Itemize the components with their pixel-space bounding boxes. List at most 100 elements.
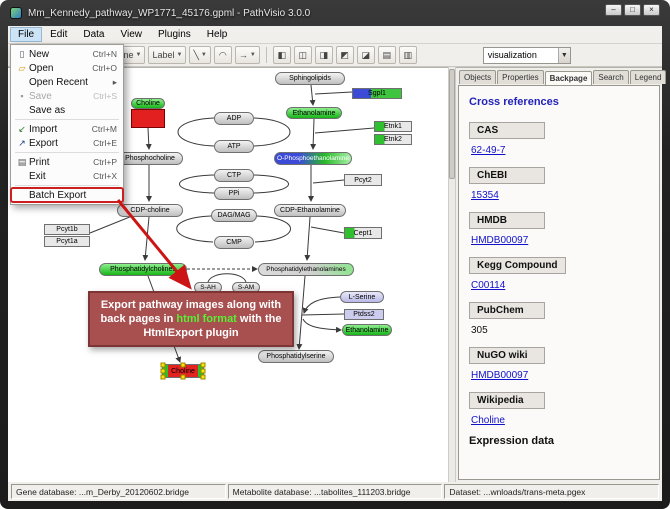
node-cept1[interactable]: Cept1 — [344, 227, 382, 239]
pathway-edge-11[interactable] — [253, 174, 289, 194]
align-center-button[interactable]: ◫ — [293, 46, 312, 64]
node-sphingolipids[interactable]: Sphingolipids — [275, 72, 345, 85]
node-pcyt2[interactable]: Pcyt2 — [344, 174, 382, 186]
xref-link[interactable]: Choline — [471, 415, 505, 426]
connector-tool-button[interactable]: →▼ — [234, 46, 260, 64]
node-ctp[interactable]: CTP — [214, 169, 254, 182]
node-choline[interactable]: Choline — [131, 98, 165, 109]
node-ethanolamine[interactable]: Ethanolamine — [286, 107, 342, 119]
pathway-edge-3[interactable] — [310, 118, 317, 150]
node-ppi[interactable]: PPi — [214, 187, 254, 200]
tab-properties[interactable]: Properties — [497, 70, 544, 84]
tab-objects[interactable]: Objects — [459, 70, 497, 84]
selection-handle[interactable] — [200, 374, 206, 380]
pathway-edge-9[interactable] — [253, 117, 291, 147]
xref-link[interactable]: 15354 — [471, 190, 499, 201]
align-left-button[interactable]: ◧ — [272, 46, 291, 64]
menu-item-save-as[interactable]: Save as — [11, 103, 123, 117]
pathway-edge-5[interactable] — [142, 216, 150, 261]
pathway-edge-10[interactable] — [179, 174, 215, 194]
line-tool-button[interactable]: ╲▼ — [189, 46, 211, 64]
close-button[interactable]: × — [643, 4, 660, 16]
pathway-edge-12[interactable] — [176, 215, 214, 243]
node-atp[interactable]: ATP — [214, 140, 254, 153]
menu-plugins[interactable]: Plugins — [157, 29, 191, 40]
node-expression-box[interactable] — [131, 109, 165, 128]
node-o-phosphoethanolamine[interactable]: O-Phosphoethanolamine — [274, 152, 352, 165]
chevron-down-icon[interactable]: ▼ — [557, 47, 570, 63]
tab-backpage[interactable]: Backpage — [544, 71, 593, 85]
tab-legend[interactable]: Legend — [629, 70, 667, 84]
selection-handle[interactable] — [160, 374, 166, 380]
pathway-edge-8[interactable] — [177, 117, 215, 147]
pathway-edge-7[interactable] — [304, 216, 311, 261]
menu-view[interactable]: View — [120, 29, 142, 40]
pathway-edge-21[interactable] — [314, 127, 375, 134]
selection-handle[interactable] — [160, 362, 166, 368]
pathway-edge-16[interactable] — [296, 275, 306, 350]
stack-horizontal-button[interactable]: ▥ — [398, 46, 417, 64]
arc-tool-button[interactable]: ◠ — [213, 46, 232, 64]
menu-item-batch-export[interactable]: Batch Export — [10, 187, 124, 203]
selection-handle[interactable] — [160, 368, 166, 374]
menu-file[interactable]: File — [10, 27, 43, 42]
pathway-edge-2[interactable] — [145, 127, 152, 150]
node-etnk1[interactable]: Etnk1 — [374, 121, 412, 132]
selection-handle[interactable] — [200, 368, 206, 374]
selection-handle[interactable] — [200, 362, 206, 368]
titlebar[interactable]: Mm_Kennedy_pathway_WP1771_45176.gpml - P… — [0, 0, 670, 26]
node-phosphatidylcholines[interactable]: Phosphatidylcholines — [99, 263, 187, 276]
node-pcyt1a[interactable]: Pcyt1a — [44, 236, 90, 247]
xref-link[interactable]: C00114 — [471, 280, 506, 291]
align-top-button[interactable]: ◩ — [335, 46, 354, 64]
pathway-edge-1[interactable] — [309, 84, 316, 106]
tab-search[interactable]: Search — [593, 70, 629, 84]
node-etnk2[interactable]: Etnk2 — [374, 134, 412, 145]
scrollbar-thumb[interactable] — [449, 69, 455, 179]
node-pcyt1b[interactable]: Pcyt1b — [44, 224, 90, 235]
xref-link[interactable]: HMDB00097 — [471, 370, 529, 381]
align-bottom-button[interactable]: ◪ — [356, 46, 375, 64]
label-tool-button[interactable]: Label▼ — [148, 46, 187, 64]
stack-vertical-button[interactable]: ▤ — [377, 46, 396, 64]
canvas-vertical-scrollbar[interactable] — [448, 67, 456, 482]
pathway-edge-17[interactable] — [302, 296, 341, 314]
node-l-serine[interactable]: L-Serine — [340, 291, 384, 303]
pathway-edge-13[interactable] — [254, 215, 291, 243]
node-ptdss2[interactable]: Ptdss2 — [344, 309, 384, 320]
menu-data[interactable]: Data — [83, 29, 105, 40]
node-phosphatidylethanolamines[interactable]: Phosphatidylethanolamines — [258, 263, 354, 276]
selection-handle[interactable] — [180, 362, 186, 368]
node-cdp-ethanolamine[interactable]: CDP-Ethanolamine — [274, 204, 346, 217]
node-choline[interactable]: Choline — [160, 362, 206, 380]
node-phosphatidylserine[interactable]: Phosphatidylserine — [258, 350, 334, 363]
menu-help[interactable]: Help — [206, 29, 228, 40]
pathway-edge-22[interactable] — [312, 179, 345, 184]
pathway-edge-23[interactable] — [310, 226, 345, 234]
pathway-edge-18[interactable] — [302, 318, 342, 333]
xref-link[interactable]: HMDB00097 — [471, 235, 529, 246]
xref-link[interactable]: 62-49-7 — [471, 145, 506, 156]
node-ethanolamine[interactable]: Ethanolamine — [342, 324, 392, 336]
minimize-button[interactable]: – — [605, 4, 622, 16]
node-cdp-choline[interactable]: CDP-choline — [117, 204, 183, 217]
menu-edit[interactable]: Edit — [50, 29, 68, 40]
pathway-edge-20[interactable] — [314, 91, 353, 95]
menu-item-open-recent[interactable]: Open Recent▸ — [11, 75, 123, 89]
node-phosphocholine[interactable]: Phosphocholine — [117, 152, 183, 165]
node-sgpl1[interactable]: Sgpl1 — [352, 88, 402, 99]
visualization-combobox[interactable]: visualization ▼ — [482, 46, 571, 64]
node-adp[interactable]: ADP — [214, 112, 254, 125]
selection-handle[interactable] — [180, 374, 186, 380]
maximize-button[interactable]: □ — [624, 4, 641, 16]
node-cmp[interactable]: CMP — [214, 236, 254, 249]
align-right-button[interactable]: ◨ — [314, 46, 333, 64]
node-dag-mag[interactable]: DAG/MAG — [211, 209, 257, 222]
